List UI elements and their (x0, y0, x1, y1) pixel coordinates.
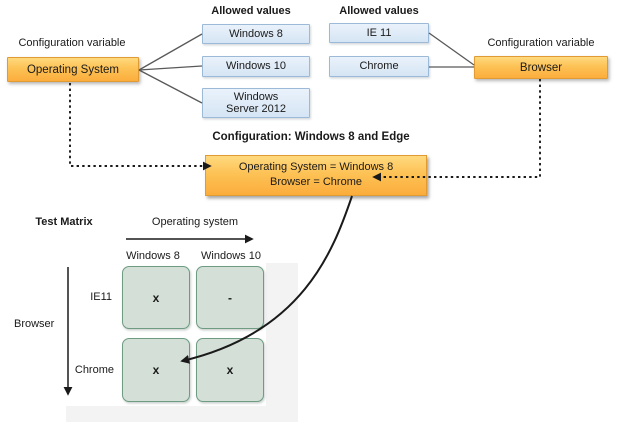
test-matrix-title: Test Matrix (35, 216, 93, 228)
matrix-cell-chrome-windows8: x (122, 338, 190, 402)
browser-value-ie11: IE 11 (329, 23, 429, 43)
ie11-to-browser-line (428, 32, 475, 66)
browser-value-chrome-label: Chrome (359, 60, 399, 73)
os-to-windows8-line (138, 33, 203, 71)
matrix-row-axis-label: Browser (14, 318, 55, 330)
matrix-cell-ie11-windows10: - (196, 266, 264, 329)
browser-variable-name: Browser (519, 61, 563, 74)
matrix-col-header-windows8: Windows 8 (126, 250, 180, 262)
os-to-winserver-line (138, 69, 203, 104)
configuration-line-browser: Browser = Chrome (269, 176, 362, 188)
browser-value-chrome: Chrome (329, 56, 429, 77)
os-value-winserver2012: Windows Server 2012 (202, 88, 310, 118)
configuration-box: Operating System = Windows 8 Browser = C… (205, 155, 427, 196)
matrix-cell-ie11-windows8: x (122, 266, 190, 329)
os-value-windows8-label: Windows 8 (229, 27, 283, 40)
os-value-winserver2012-label: Windows Server 2012 (226, 90, 286, 116)
os-to-windows10-line (138, 65, 203, 71)
configuration-line-os: Operating System = Windows 8 (238, 161, 394, 173)
matrix-row-header-ie11: IE11 (90, 291, 112, 303)
matrix-cell-value: x (226, 363, 234, 377)
matrix-column-axis-label: Operating system (151, 216, 239, 228)
matrix-background-right (266, 263, 298, 422)
matrix-cell-chrome-windows10: x (196, 338, 264, 402)
matrix-row-header-chrome: Chrome (74, 364, 114, 376)
matrix-cell-value: - (228, 290, 232, 305)
os-variable-box: Operating System (7, 57, 139, 82)
os-variable-name: Operating System (26, 63, 120, 76)
matrix-col-header-windows10: Windows 10 (201, 250, 261, 262)
matrix-cell-value: x (152, 290, 160, 305)
browser-variable-box: Browser (474, 56, 608, 79)
os-variable-caption: Configuration variable (18, 37, 126, 49)
os-to-configuration-dotted-arrow (69, 83, 212, 171)
matrix-cell-value: x (152, 363, 160, 377)
os-allowed-values-header: Allowed values (211, 5, 291, 17)
os-value-windows8: Windows 8 (202, 24, 310, 44)
os-value-windows10: Windows 10 (202, 56, 310, 77)
os-value-windows10-label: Windows 10 (226, 60, 286, 73)
browser-value-ie11-label: IE 11 (366, 26, 392, 39)
configuration-title: Configuration: Windows 8 and Edge (212, 131, 410, 143)
browser-variable-caption: Configuration variable (487, 37, 595, 49)
matrix-background-bottom (66, 406, 298, 422)
browser-allowed-values-header: Allowed values (339, 5, 419, 17)
